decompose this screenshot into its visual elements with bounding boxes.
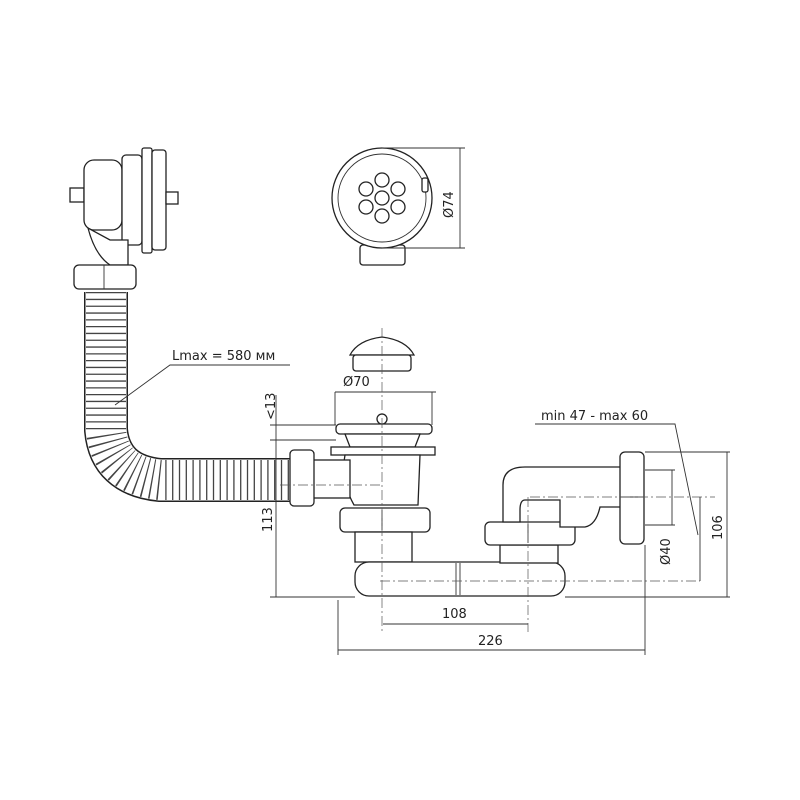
drain-nut <box>339 507 431 533</box>
hose-inlet-nut <box>289 449 315 507</box>
plug-diameter-label: Ø70 <box>343 375 370 390</box>
flexible-hose <box>84 292 300 502</box>
drain-height-label: 113 <box>261 507 276 532</box>
overflow-nut <box>73 264 137 290</box>
outlet-assembly <box>484 451 645 564</box>
flange-height-label: <13 <box>264 393 279 420</box>
overall-width-label: 226 <box>478 634 503 649</box>
trap-spacing-label: 108 <box>442 607 467 622</box>
strainer-diameter-label: Ø74 <box>442 191 457 218</box>
overflow-assembly <box>69 147 179 290</box>
drain-body <box>289 413 436 563</box>
outlet-range-label: min 47 - max 60 <box>541 409 648 424</box>
outlet-height-label: 106 <box>711 515 726 540</box>
hose-length-label: Lmax = 580 мм <box>172 349 275 364</box>
outlet-diameter-label: Ø40 <box>659 538 674 565</box>
strainer-top-view <box>331 147 465 266</box>
